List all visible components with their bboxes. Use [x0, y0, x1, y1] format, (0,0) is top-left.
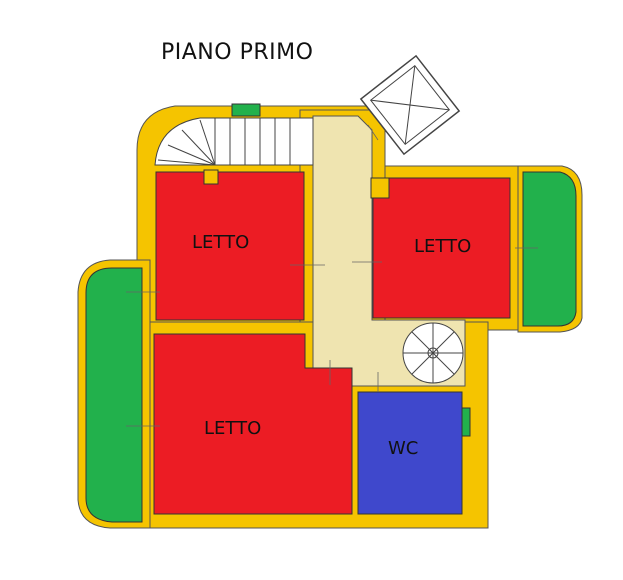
spiral-stair — [402, 322, 464, 384]
elevator-shaft — [359, 54, 461, 156]
room-label-bedroom-top-right: LETTO — [414, 236, 471, 257]
room-label-bedroom-bottom-left: LETTO — [204, 418, 261, 439]
room-label-bedroom-top-left: LETTO — [192, 232, 249, 253]
window-wc — [461, 407, 471, 437]
bedroom-bottom-left — [153, 333, 353, 515]
plan-title: PIANO PRIMO — [161, 40, 314, 65]
door-marks — [126, 124, 538, 427]
balcony-left — [85, 267, 143, 523]
door-notch — [370, 177, 390, 199]
bedroom-top-left — [155, 171, 305, 321]
bedroom-top-right — [372, 177, 511, 319]
stair-top — [154, 117, 314, 166]
room-label-bathroom: WC — [388, 438, 418, 459]
balcony-right — [522, 171, 577, 327]
door-notch — [203, 169, 219, 185]
window-top — [231, 103, 261, 117]
bathroom — [357, 391, 463, 515]
